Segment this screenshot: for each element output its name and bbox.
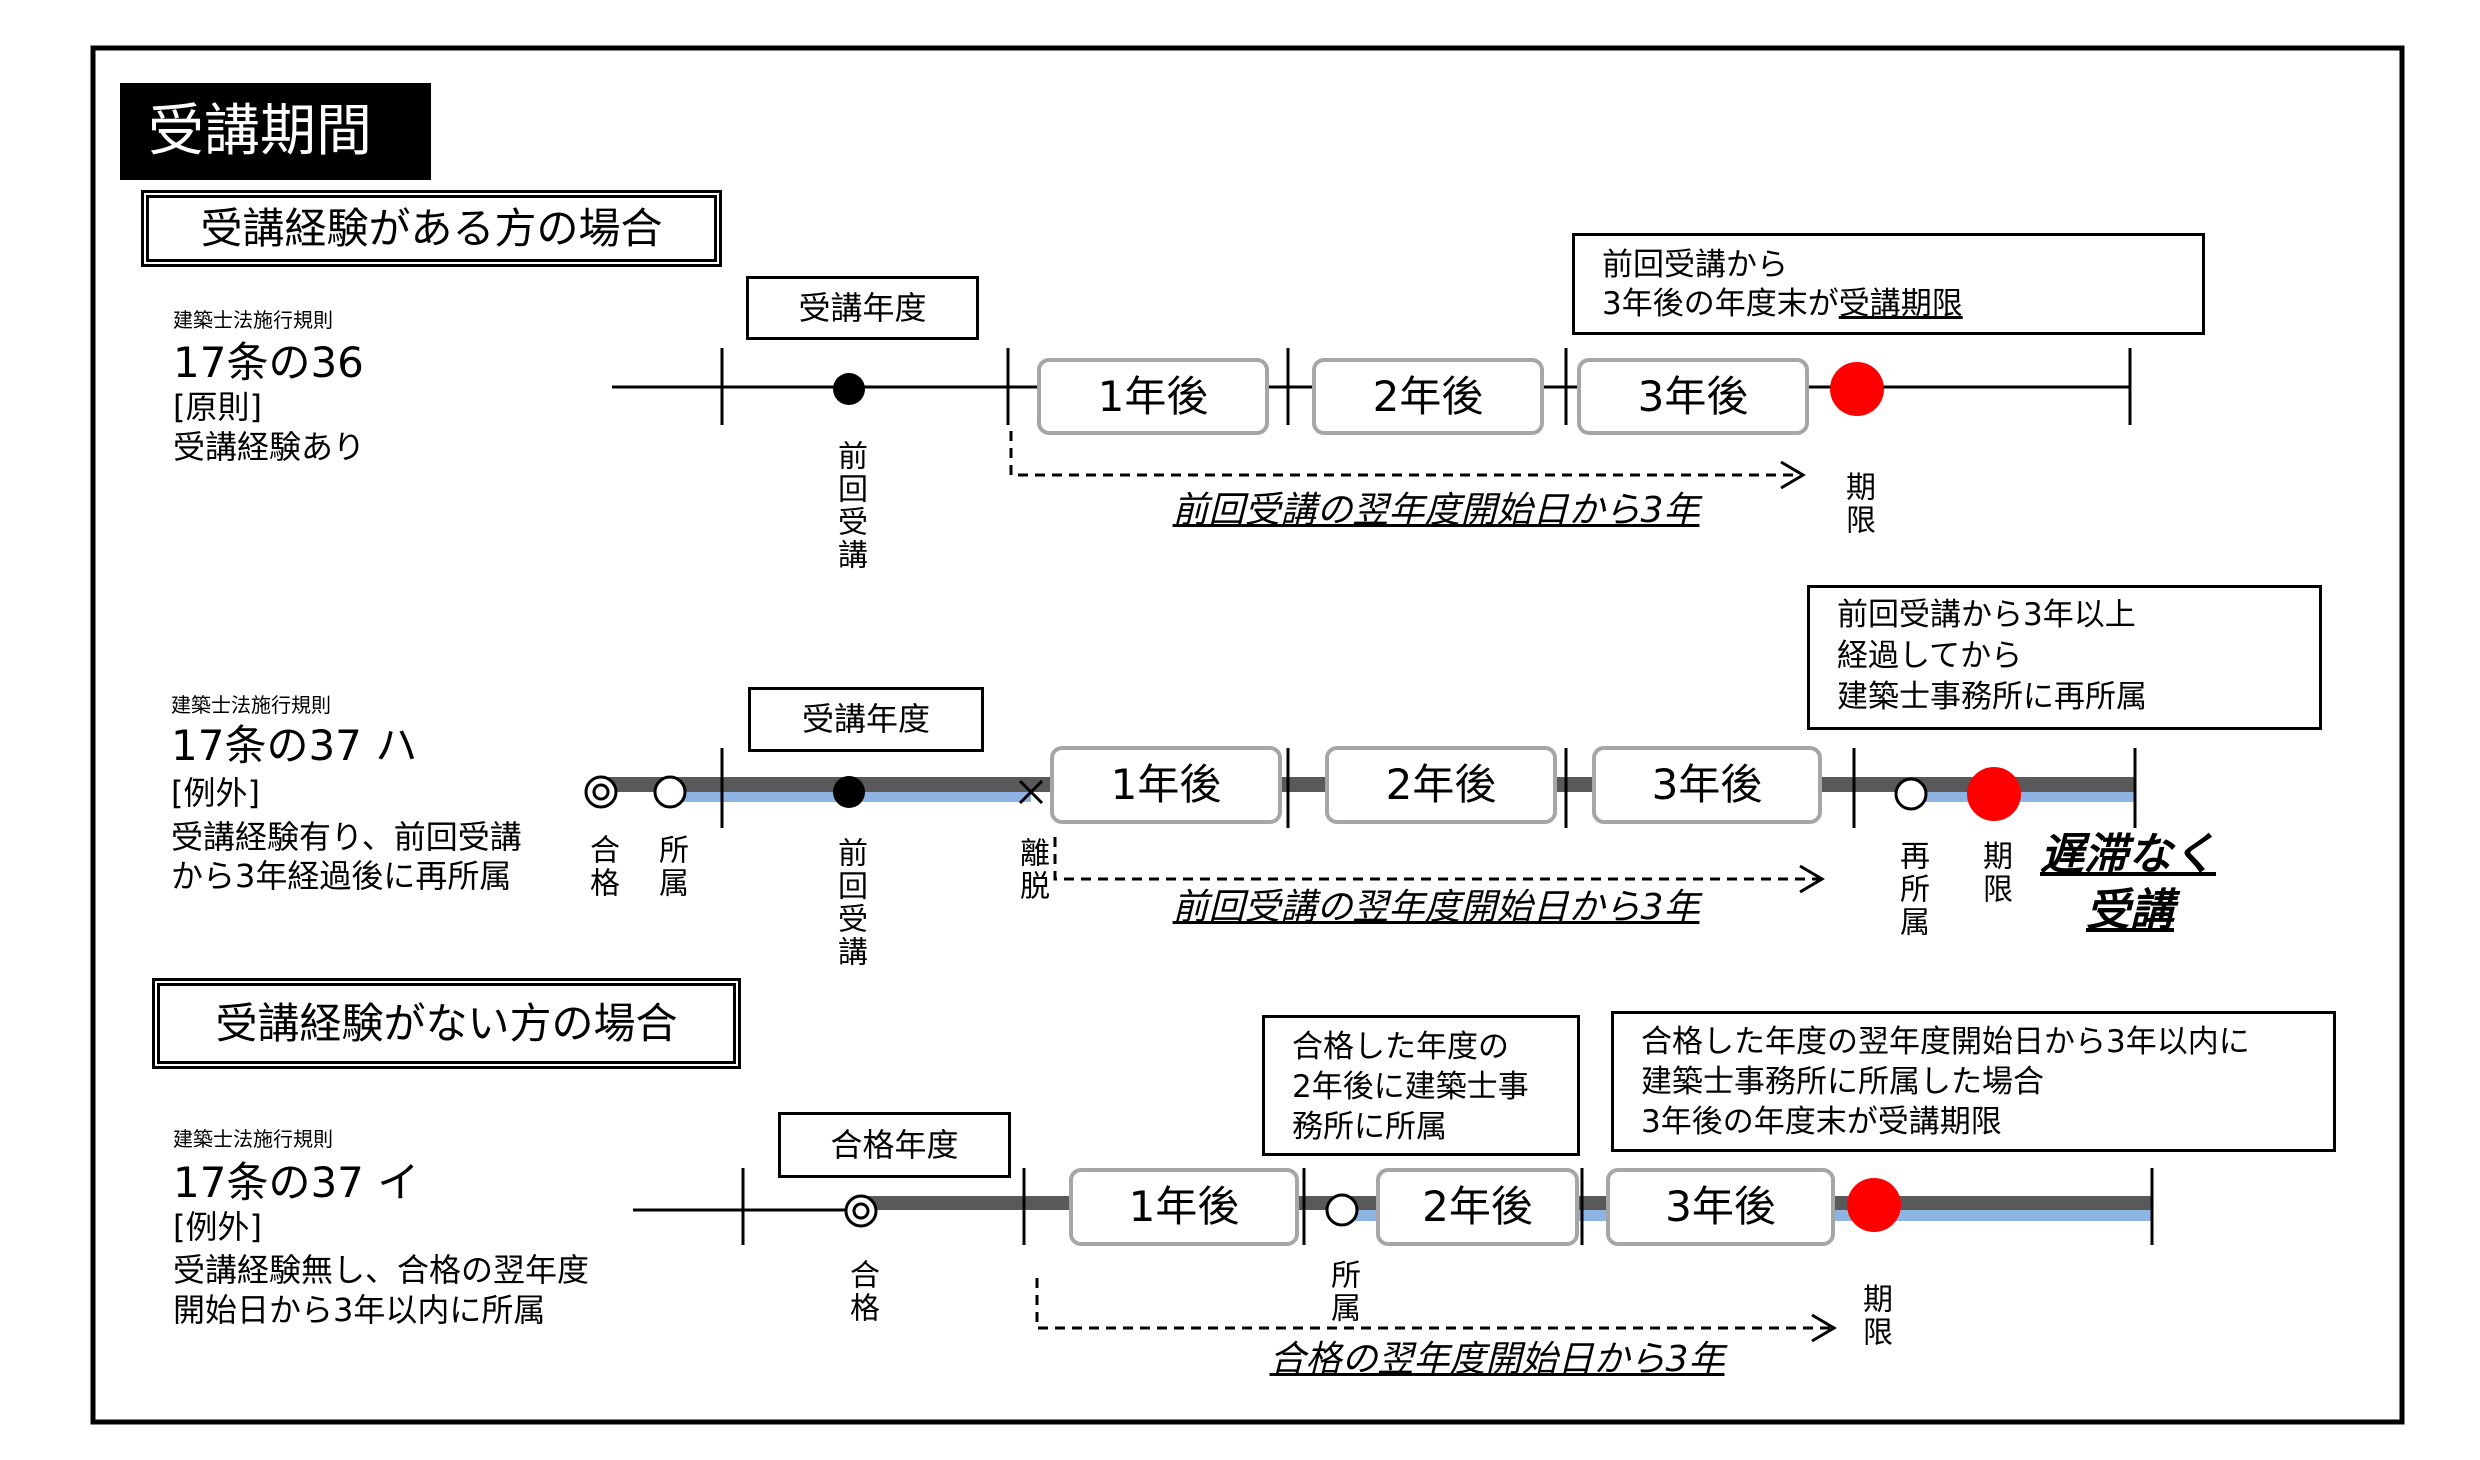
arrow-head-icon (1799, 864, 1825, 894)
note-line: 3年後の年度末が受講期限 (1641, 1104, 2002, 1140)
page-frame (90, 45, 2405, 1425)
rule-description: から3年経過後に再所属 (171, 857, 512, 895)
reaffiliated-circle-icon (1894, 777, 1928, 811)
span-label: 前回受講の翌年度開始日から3年 (1172, 490, 1700, 531)
note-line: 建築士事務所に所属した場合 (1641, 1064, 2044, 1100)
law-name: 建築士法施行規則 (171, 693, 331, 717)
law-name: 建築士法施行規則 (173, 1127, 333, 1151)
note-line: 3年後の年度末が受講期限 (1602, 285, 2202, 324)
marker-label-deadline: 期限 (1977, 840, 2012, 906)
year-box-3: 3年後 (1577, 358, 1809, 435)
deadline-dot (1847, 1178, 1901, 1232)
rule-category: [原則] (173, 388, 262, 426)
emphasis-text: 受講 (2086, 885, 2174, 936)
previous-course-dot (833, 776, 865, 808)
base-year-box: 受講年度 (746, 276, 979, 340)
page-title: 受講期間 (120, 83, 431, 180)
span-dashed-arrow (1009, 431, 1800, 477)
span-dashed-arrow (1053, 837, 1819, 881)
base-year-box: 受講年度 (748, 687, 984, 752)
note-line: 合格した年度の (1292, 1029, 1509, 1065)
note-line: 建築士事務所に再所属 (1837, 679, 2147, 715)
span-label: 合格の翌年度開始日から3年 (1269, 1339, 1725, 1380)
deadline-dot (1967, 767, 2021, 821)
note-text: 3年後の年度末が (1602, 286, 1839, 322)
marker-label-affiliated: 所属 (653, 834, 688, 900)
note-underlined-text: 受講期限 (1838, 286, 1963, 322)
affiliated-circle-icon (1325, 1193, 1359, 1227)
year-box-2: 2年後 (1325, 746, 1557, 824)
year-box-1: 1年後 (1069, 1168, 1299, 1246)
marker-label-passed: 合格 (844, 1259, 879, 1325)
marker-label-departed: 離脱 (1014, 837, 1049, 903)
year-box-3: 3年後 (1592, 746, 1822, 824)
year-box-2: 2年後 (1312, 358, 1544, 435)
marker-label-previous-course: 前回受講 (832, 837, 867, 969)
group-header-without-experience: 受講経験がない方の場合 (152, 978, 741, 1069)
year-box-3: 3年後 (1606, 1168, 1835, 1246)
emphasis-text: 遅滞なく (2040, 829, 2216, 880)
marker-label-deadline: 期限 (1857, 1283, 1892, 1349)
reaffiliation-note: 前回受講から3年以上 経過してから 建築士事務所に再所属 (1807, 585, 2322, 730)
marker-label-deadline: 期限 (1840, 471, 1875, 537)
group-header-with-experience: 受講経験がある方の場合 (141, 190, 722, 267)
deadline-note: 合格した年度の翌年度開始日から3年以内に 建築士事務所に所属した場合 3年後の年… (1611, 1011, 2336, 1152)
arrow-head-icon (1811, 1313, 1837, 1343)
rule-description: 受講経験無し、合格の翌年度 (173, 1251, 590, 1289)
article-number: 17条の37 ハ (171, 721, 418, 770)
rule-category: [例外] (173, 1208, 262, 1246)
previous-course-dot (833, 373, 865, 405)
affiliation-note: 合格した年度の 2年後に建築士事 務所に所属 (1262, 1015, 1580, 1156)
article-number: 17条の37 イ (173, 1158, 420, 1207)
passed-double-circle-icon (844, 1194, 878, 1228)
article-number: 17条の36 (173, 338, 364, 387)
arrow-head-icon (1780, 460, 1806, 490)
note-line: 2年後に建築士事 (1292, 1069, 1529, 1105)
passed-double-circle-icon (584, 775, 618, 809)
deadline-note: 前回受講から 3年後の年度末が受講期限 (1572, 233, 2205, 335)
year-box-1: 1年後 (1037, 358, 1269, 435)
rule-category: [例外] (171, 774, 260, 812)
rule-description: 開始日から3年以内に所属 (173, 1291, 546, 1329)
span-label: 前回受講の翌年度開始日から3年 (1172, 887, 1700, 928)
year-box-2: 2年後 (1376, 1168, 1579, 1246)
note-line: 前回受講から3年以上 (1837, 597, 2136, 633)
year-box-1: 1年後 (1050, 746, 1282, 824)
rule-description: 受講経験あり (173, 428, 366, 466)
marker-label-affiliated: 所属 (1325, 1259, 1360, 1325)
affiliation-bar (1911, 792, 2135, 802)
affiliated-circle-icon (653, 775, 687, 809)
rule-description: 受講経験有り、前回受講 (171, 818, 522, 856)
marker-label-passed: 合格 (584, 834, 619, 900)
note-line: 経過してから (1837, 638, 2023, 674)
base-year-box: 合格年度 (778, 1112, 1011, 1178)
departure-cross-icon (1018, 779, 1044, 805)
span-dashed-arrow (1035, 1278, 1831, 1330)
deadline-dot (1830, 362, 1884, 416)
law-name: 建築士法施行規則 (173, 308, 333, 332)
note-line: 前回受講から (1602, 247, 1788, 283)
marker-label-reaffiliated: 再所属 (1894, 840, 1929, 939)
marker-label-previous-course: 前回受講 (832, 440, 867, 572)
note-line: 合格した年度の翌年度開始日から3年以内に (1641, 1024, 2250, 1060)
note-line: 務所に所属 (1292, 1109, 1447, 1145)
